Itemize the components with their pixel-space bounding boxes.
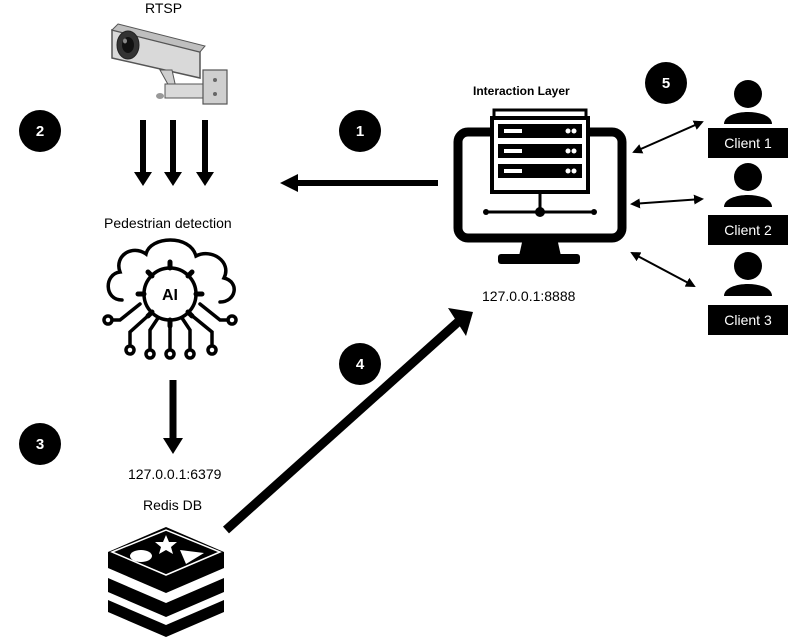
ai-brain-icon — [102, 238, 238, 360]
step-badge-1: 1 — [339, 110, 381, 152]
redis-db-label: Redis DB — [143, 497, 203, 513]
redis-db-icon — [108, 527, 224, 637]
rtsp-label: RTSP — [145, 0, 183, 16]
client-2-link — [630, 194, 704, 209]
redis-address-label: 127.0.0.1:6379 — [128, 466, 222, 482]
step-badge-4: 4 — [339, 343, 381, 385]
client-2-box: Client 2 — [708, 215, 788, 245]
redis-to-server-arrow — [222, 308, 473, 534]
user-icon — [724, 80, 772, 124]
server-address-label: 127.0.0.1:8888 — [482, 288, 576, 304]
step-badge-5: 5 — [645, 62, 687, 104]
ai-chip-label: AI — [162, 287, 178, 304]
interaction-layer-label: Interaction Layer — [473, 84, 570, 98]
pedestrian-detection-label: Pedestrian detection — [104, 215, 232, 231]
stream-arrows — [134, 120, 214, 186]
control-arrow-left — [280, 174, 438, 192]
user-icon — [724, 163, 772, 207]
client-3-link — [630, 252, 696, 287]
client-links — [630, 120, 704, 287]
step-badge-3: 3 — [19, 423, 61, 465]
user-icon — [724, 252, 772, 296]
detection-to-redis-arrow — [163, 380, 183, 454]
client-3-box: Client 3 — [708, 305, 788, 335]
client-1-box: Client 1 — [708, 128, 788, 158]
step-badge-2: 2 — [19, 110, 61, 152]
server-monitor-icon — [453, 108, 627, 264]
client-1-link — [632, 120, 704, 154]
cctv-camera-icon — [111, 23, 228, 105]
